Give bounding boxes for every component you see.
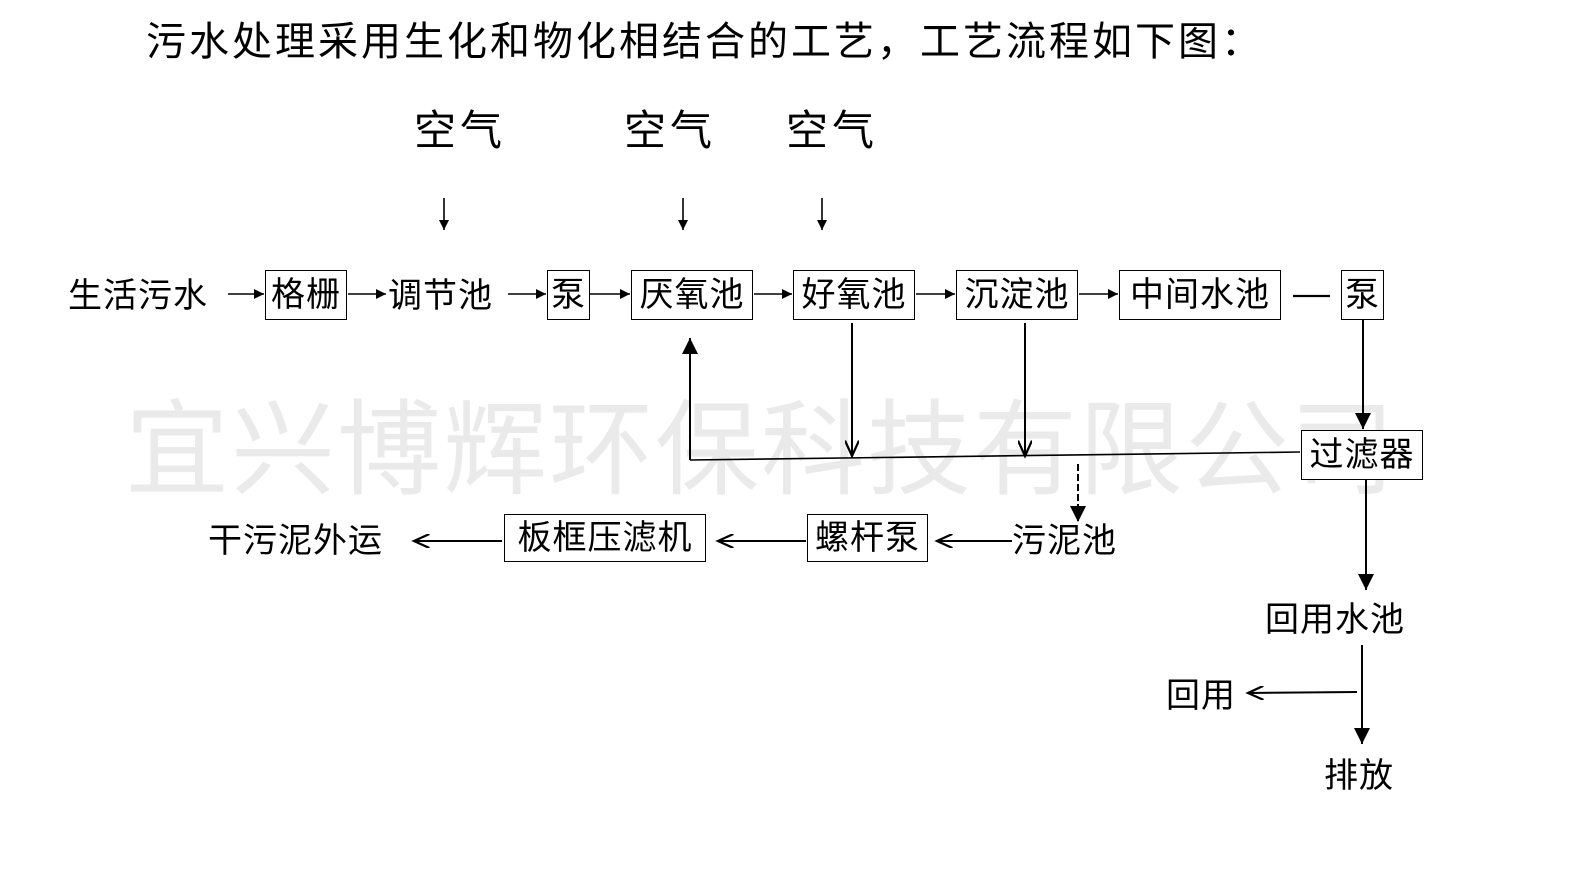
reuse-branch-arrow xyxy=(1248,692,1358,693)
node-intermediate-tank: 中间水池 xyxy=(1119,270,1281,320)
node-filter: 过滤器 xyxy=(1301,430,1423,480)
node-discharge: 排放 xyxy=(1324,756,1394,796)
node-sewage: 生活污水 xyxy=(68,276,208,316)
node-dry-sludge: 干污泥外运 xyxy=(208,521,383,561)
node-reuse: 回用 xyxy=(1166,676,1236,716)
node-reuse-tank: 回用水池 xyxy=(1265,600,1405,640)
node-sludge-tank: 污泥池 xyxy=(1012,521,1117,561)
watermark: 宜兴博辉环保科技有限公司 xyxy=(125,389,1398,511)
air-label-2: 空气 xyxy=(624,106,717,155)
sludge-return-line xyxy=(689,451,1301,461)
node-filter-press: 板框压滤机 xyxy=(504,514,706,562)
node-anaerobic-tank: 厌氧池 xyxy=(631,270,753,320)
node-sedimentation-tank: 沉淀池 xyxy=(956,270,1078,320)
node-pump-1: 泵 xyxy=(547,270,590,320)
air-label-3: 空气 xyxy=(786,106,879,155)
node-equalization-tank: 调节池 xyxy=(388,276,493,316)
node-grille: 格栅 xyxy=(265,270,347,320)
diagram-title: 污水处理采用生化和物化相结合的工艺，工艺流程如下图： xyxy=(146,19,1264,65)
node-screw-pump: 螺杆泵 xyxy=(807,514,928,562)
air-label-1: 空气 xyxy=(414,106,507,155)
node-pump-2: 泵 xyxy=(1341,270,1384,320)
node-aerobic-tank: 好氧池 xyxy=(793,270,915,320)
